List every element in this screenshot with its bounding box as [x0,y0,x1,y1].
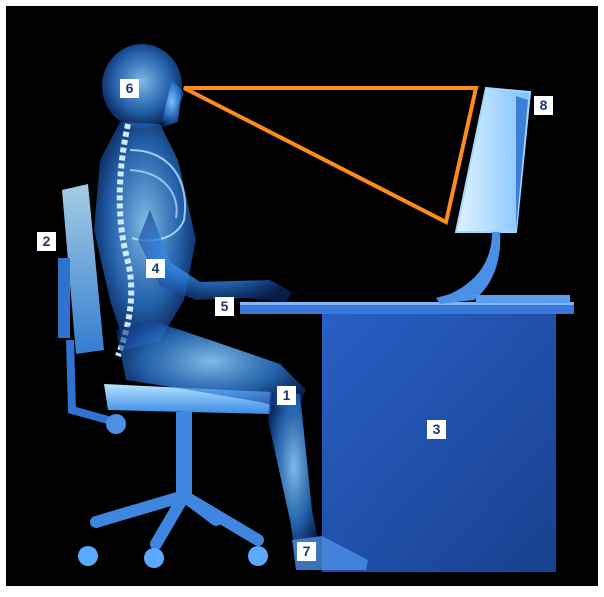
marker-6: 6 [120,79,139,98]
marker-2: 2 [37,232,56,251]
marker-7: 7 [297,542,316,561]
marker-1: 1 [277,386,296,405]
marker-4: 4 [146,259,165,278]
marker-8: 8 [534,96,553,115]
marker-5: 5 [215,297,234,316]
marker-3: 3 [427,420,446,439]
